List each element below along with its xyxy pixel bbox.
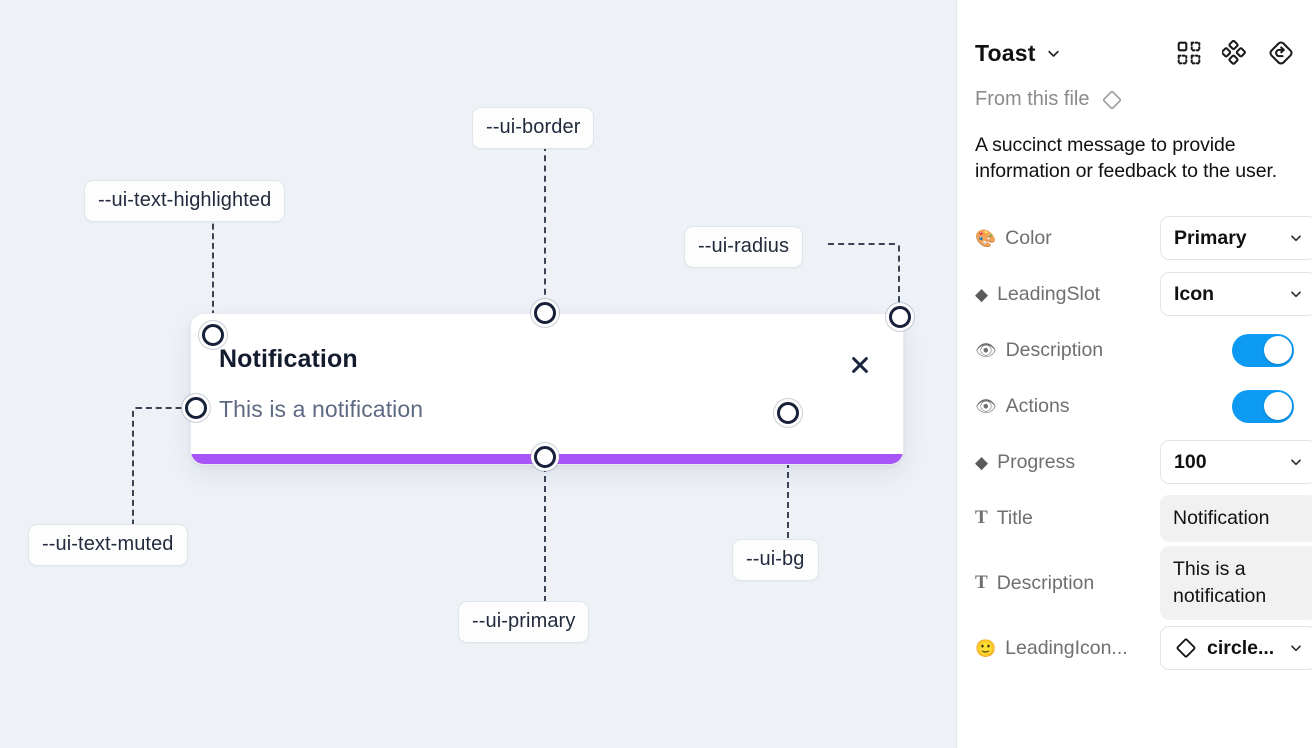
token-label-ui-bg[interactable]: --ui-bg (732, 539, 819, 581)
text-icon: T (975, 572, 988, 594)
text-icon: T (975, 507, 988, 529)
property-label-text: Title (996, 506, 1033, 529)
properties-list: 🎨 Color Primary ◆ LeadingSlot (975, 210, 1312, 676)
properties-panel: Toast (956, 0, 1312, 748)
property-control-progress: 100 (1160, 440, 1312, 485)
toggle-knob (1263, 392, 1292, 421)
anchor-handle-ui-bg[interactable] (777, 402, 799, 424)
anchor-handle-ui-text-highlighted[interactable] (202, 324, 224, 346)
property-control-description-visible (1232, 333, 1294, 367)
property-label-actions-visible: 👁 Actions (975, 395, 1160, 418)
eye-emoji-icon: 👁 (975, 396, 997, 416)
anchor-handle-ui-radius[interactable] (889, 306, 911, 328)
eye-emoji-icon: 👁 (975, 340, 997, 360)
panel-header-actions (1176, 40, 1294, 66)
token-label-ui-primary[interactable]: --ui-primary (458, 601, 590, 643)
progress-select-value: 100 (1174, 450, 1207, 473)
token-label-ui-radius[interactable]: --ui-radius (684, 226, 804, 268)
anchor-handle-ui-primary[interactable] (534, 446, 556, 468)
property-row-description: T Description This is a notification (975, 546, 1312, 621)
property-label-description: T Description (975, 572, 1160, 595)
property-label-text: Color (1005, 226, 1052, 249)
property-row-title: T Title Notification (975, 490, 1312, 546)
property-label-text: Actions (1005, 394, 1070, 417)
property-label-leading-icon: 🙂 LeadingIcon... (975, 637, 1160, 660)
property-label-title: T Title (975, 507, 1160, 530)
diamond-icon: ◆ (975, 452, 989, 472)
diamond-icon: ◆ (975, 284, 989, 304)
color-select[interactable]: Primary (1160, 216, 1312, 261)
design-canvas[interactable]: Notification This is a notification --ui… (0, 0, 956, 748)
property-label-text: LeadingIcon... (1005, 636, 1128, 659)
property-label-leading-slot: ◆ LeadingSlot (975, 283, 1160, 306)
from-this-file-row: From this file (975, 88, 1294, 111)
diamond-icon (1174, 636, 1198, 660)
property-label-text: Progress (997, 450, 1076, 473)
property-label-text: Description (1005, 338, 1104, 361)
title-input[interactable]: Notification (1160, 495, 1312, 542)
property-row-progress: ◆ Progress 100 (975, 434, 1312, 490)
component-cluster-icon[interactable] (1222, 40, 1248, 66)
leading-slot-select[interactable]: Icon (1160, 272, 1312, 317)
diamond-icon (1101, 89, 1123, 111)
chevron-down-icon[interactable] (1283, 231, 1303, 245)
toast-description: This is a notification (219, 396, 424, 422)
leader-line-ui-border (544, 145, 546, 305)
chevron-down-icon[interactable] (1046, 46, 1061, 61)
token-label-ui-text-highlighted[interactable]: --ui-text-highlighted (84, 180, 286, 222)
property-label-progress: ◆ Progress (975, 451, 1160, 474)
property-control-actions-visible (1232, 389, 1294, 423)
color-select-value: Primary (1174, 226, 1247, 249)
property-control-leading-icon: circle... (1160, 626, 1312, 671)
leader-line-ui-primary (544, 466, 546, 602)
property-control-description: This is a notification (1160, 546, 1312, 621)
token-label-ui-text-muted[interactable]: --ui-text-muted (28, 524, 188, 566)
component-description: A succinct message to provide informatio… (975, 134, 1278, 182)
description-input[interactable]: This is a notification (1160, 546, 1312, 621)
property-row-actions-visible: 👁 Actions (975, 378, 1294, 434)
property-label-text: Description (996, 571, 1095, 594)
property-control-color: Primary (1160, 216, 1312, 261)
reset-instance-icon[interactable] (1268, 40, 1294, 66)
smiley-emoji-icon: 🙂 (975, 638, 997, 658)
toggle-knob (1263, 336, 1292, 365)
leading-icon-select[interactable]: circle... (1160, 626, 1312, 671)
leader-line-ui-text-muted (132, 407, 190, 525)
token-label-ui-border[interactable]: --ui-border (472, 107, 595, 149)
anchor-handle-ui-border[interactable] (534, 302, 556, 324)
property-label-description-visible: 👁 Description (975, 339, 1160, 362)
property-control-title: Notification (1160, 495, 1312, 542)
leading-slot-select-value: Icon (1174, 282, 1215, 305)
progress-select[interactable]: 100 (1160, 440, 1312, 485)
leader-line-ui-radius (828, 243, 900, 311)
property-row-leading-slot: ◆ LeadingSlot Icon (975, 266, 1312, 322)
panel-header: Toast (975, 22, 1294, 84)
anchor-handle-ui-text-muted[interactable] (185, 397, 207, 419)
chevron-down-icon[interactable] (1283, 455, 1303, 469)
property-label-text: LeadingSlot (997, 282, 1101, 305)
from-this-file-label: From this file (975, 88, 1090, 110)
actions-toggle[interactable] (1232, 389, 1294, 423)
property-label-color: 🎨 Color (975, 227, 1160, 250)
property-row-color: 🎨 Color Primary (975, 210, 1312, 266)
property-row-description-visible: 👁 Description (975, 322, 1294, 378)
component-grid-icon[interactable] (1176, 40, 1202, 66)
chevron-down-icon[interactable] (1283, 287, 1303, 301)
leader-line-ui-text-highlighted (212, 214, 214, 326)
palette-emoji-icon: 🎨 (975, 228, 997, 248)
description-toggle[interactable] (1232, 333, 1294, 367)
property-row-leading-icon: 🙂 LeadingIcon... circle... (975, 620, 1312, 676)
leading-icon-select-value: circle... (1207, 636, 1275, 659)
property-control-leading-slot: Icon (1160, 272, 1312, 317)
chevron-down-icon[interactable] (1283, 641, 1303, 655)
close-icon[interactable] (845, 350, 875, 380)
toast-title: Notification (219, 345, 358, 373)
page-title: Toast (975, 39, 1036, 66)
leader-line-ui-bg (787, 422, 789, 538)
toast-component-preview[interactable]: Notification This is a notification (190, 313, 904, 465)
